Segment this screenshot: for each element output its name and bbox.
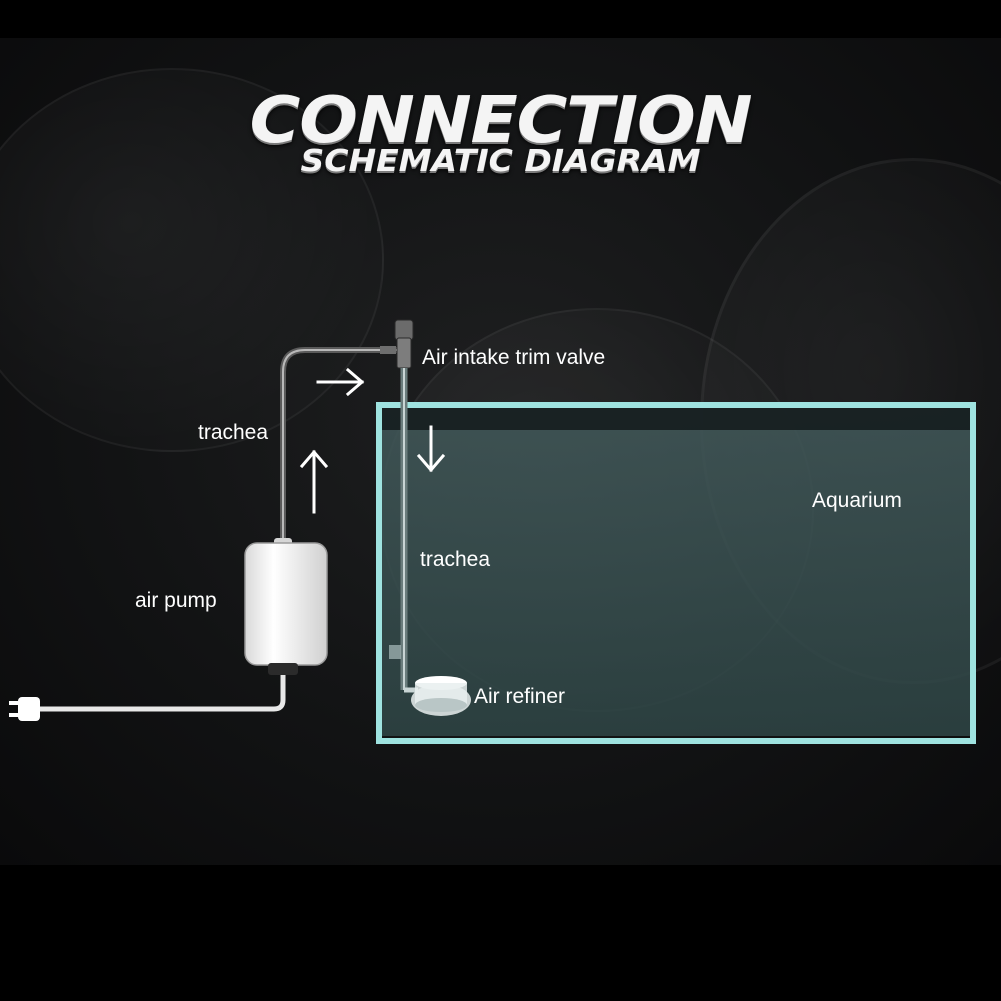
aquarium-label: Aquarium bbox=[812, 489, 902, 512]
pump-label: air pump bbox=[135, 589, 217, 612]
aquarium-water-surface bbox=[382, 408, 970, 430]
diagram-title: CONNECTION bbox=[249, 84, 753, 158]
tube-left-label: trachea bbox=[198, 421, 269, 444]
air-refiner bbox=[411, 676, 471, 716]
diagram-subtitle: SCHEMATIC DIAGRAM bbox=[300, 144, 701, 179]
bottom-black-band bbox=[0, 865, 1001, 1001]
background-glass-disc bbox=[0, 68, 384, 452]
air-refiner-label: Air refiner bbox=[474, 685, 566, 708]
arrow-down-icon bbox=[416, 425, 446, 473]
aquarium-water bbox=[382, 408, 970, 736]
plug-icon bbox=[9, 697, 40, 721]
arrow-right-icon bbox=[316, 367, 365, 397]
air-pump bbox=[244, 538, 328, 675]
power-cord bbox=[38, 675, 286, 712]
air-tube-inside bbox=[389, 368, 418, 693]
tube-inside-label: trachea bbox=[420, 548, 491, 571]
aquarium-frame bbox=[376, 402, 976, 744]
aquarium-tank bbox=[376, 402, 976, 744]
top-black-band bbox=[0, 0, 1001, 38]
air-tube-left bbox=[280, 347, 398, 545]
valve-label: Air intake trim valve bbox=[422, 346, 606, 369]
trim-valve bbox=[380, 319, 414, 369]
arrow-up-icon bbox=[299, 449, 329, 514]
